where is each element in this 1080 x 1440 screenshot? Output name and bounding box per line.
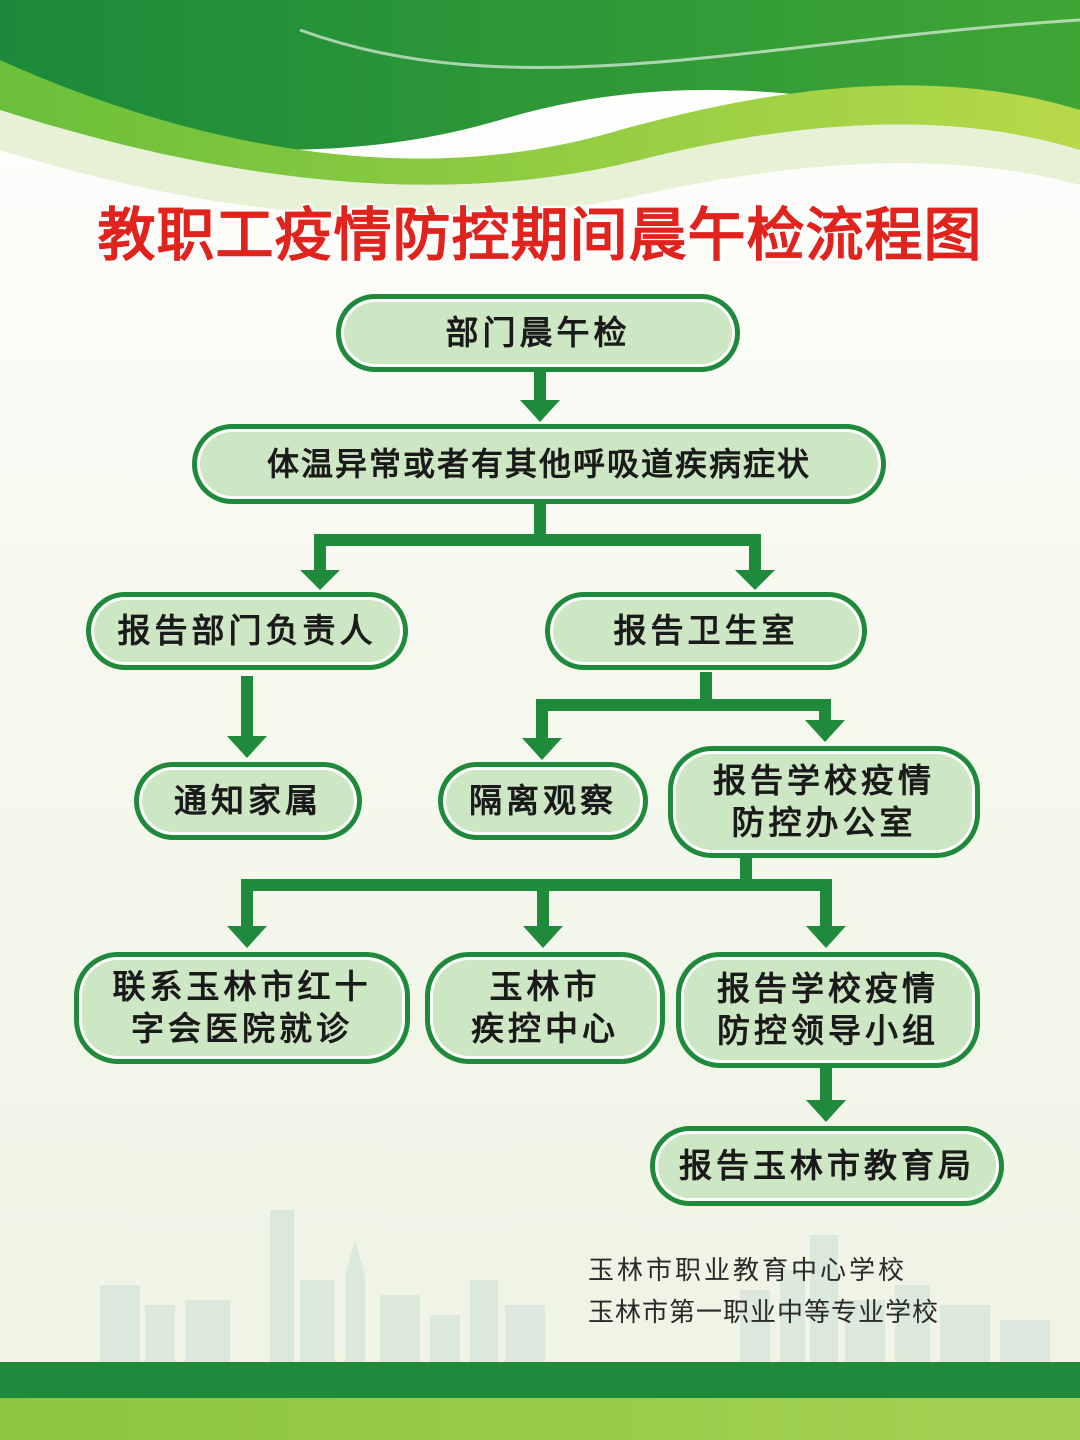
arrow-head	[227, 926, 267, 948]
arrow-head	[735, 570, 775, 590]
node-report-dept-head: 报告部门负责人	[86, 592, 408, 670]
school-name-1: 玉林市职业教育中心学校	[588, 1256, 908, 1286]
arrow-head	[227, 736, 267, 758]
node-notify-family: 通知家属	[134, 762, 362, 840]
node-hospital: 联系玉林市红十 字会医院就诊	[74, 952, 410, 1064]
arrow-head	[300, 570, 340, 590]
node-isolation: 隔离观察	[438, 762, 648, 840]
arrow-head	[523, 926, 563, 948]
page-title: 教职工疫情防控期间晨午检流程图	[97, 201, 983, 269]
node-report-edu-bureau: 报告玉林市教育局	[650, 1126, 1004, 1206]
header-wave	[0, 0, 1080, 218]
node-report-leader-group: 报告学校疫情 防控领导小组	[676, 952, 980, 1068]
node-cdc: 玉林市 疾控中心	[425, 952, 665, 1064]
footer-band-dark	[0, 1362, 1080, 1398]
node-symptoms: 体温异常或者有其他呼吸道疾病症状	[192, 424, 886, 504]
arrow-head	[520, 400, 560, 422]
node-report-clinic: 报告卫生室	[545, 592, 867, 670]
arrow-head	[806, 926, 846, 948]
node-report-office: 报告学校疫情 防控办公室	[668, 746, 980, 858]
arrow-head	[806, 1100, 846, 1122]
footer-band-light	[0, 1398, 1080, 1440]
school-name-2: 玉林市第一职业中等专业学校	[588, 1298, 940, 1328]
node-dept-check: 部门晨午检	[336, 294, 740, 372]
arrow-head	[522, 738, 562, 760]
arrow-head	[805, 720, 845, 742]
city-skyline	[100, 1210, 1050, 1365]
